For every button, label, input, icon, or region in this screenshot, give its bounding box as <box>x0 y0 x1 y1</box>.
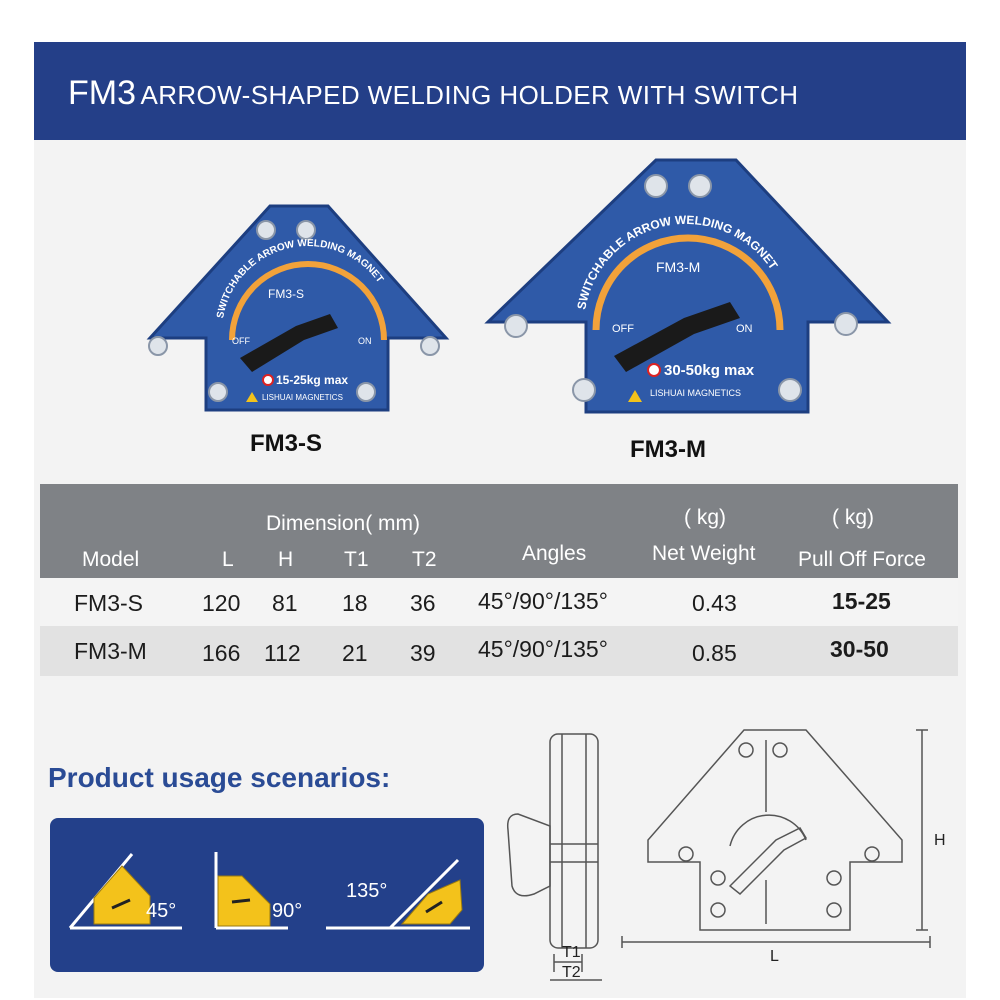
col-l: L <box>222 548 234 571</box>
cell-t2: 39 <box>410 640 436 666</box>
magnet-icon <box>647 363 661 377</box>
cell-angles: 45°/90°/135° <box>478 588 608 614</box>
cell-angles: 45°/90°/135° <box>478 636 608 662</box>
cell-pull-off-force: 15-25 <box>832 588 891 614</box>
product-label-fm3-s: FM3-S <box>250 430 322 457</box>
cell-net-weight: 0.43 <box>692 590 737 616</box>
usage-135-degree <box>326 858 470 930</box>
bolt-icon <box>644 174 668 198</box>
capacity-text-m: 30-50kg max <box>664 362 755 379</box>
weight-unit: ( kg) <box>684 506 726 529</box>
dimension-header: Dimension( mm) <box>266 512 421 535</box>
cell-net-weight: 0.85 <box>692 640 737 666</box>
switch-handle-icon <box>240 314 338 372</box>
bolt-icon <box>572 378 596 402</box>
capacity-text-s: 15-25kg max <box>276 373 348 387</box>
cell-l: 166 <box>202 640 241 666</box>
bolt-icon <box>208 382 228 402</box>
col-angles: Angles <box>522 542 587 565</box>
technical-drawing <box>506 729 931 981</box>
bolt-icon <box>504 314 528 338</box>
model-text-s: FM3-S <box>268 287 304 301</box>
col-t2: T2 <box>412 548 437 571</box>
col-model: Model <box>82 548 140 571</box>
off-label-m: OFF <box>612 323 634 335</box>
on-label-s: ON <box>358 336 372 346</box>
side-view <box>506 733 602 981</box>
cell-model: FM3-M <box>74 638 147 664</box>
bolt-icon <box>420 336 440 356</box>
front-view <box>621 729 931 948</box>
magnet-icon <box>262 374 274 386</box>
bolt-icon <box>148 336 168 356</box>
col-pull-off-force: Pull Off Force <box>798 548 926 571</box>
angle-label-90: 90° <box>272 900 303 922</box>
spec-table: Dimension( mm) ( kg) ( kg) Model L H T1 … <box>40 484 958 682</box>
brand-text-m: LISHUAI MAGNETICS <box>650 388 741 398</box>
switch-handle-icon <box>614 302 740 372</box>
cell-t2: 36 <box>410 590 436 616</box>
brand-text-s: LISHUAI MAGNETICS <box>262 393 343 402</box>
page-title: FM3 ARROW-SHAPED WELDING HOLDER WITH SWI… <box>68 74 798 113</box>
cell-t1: 21 <box>342 640 368 666</box>
dim-label-l: L <box>770 948 779 965</box>
cell-model: FM3-S <box>74 590 143 616</box>
table-row: FM3-S 120 81 18 36 45°/90°/135° 0.43 15-… <box>40 578 958 626</box>
cell-pull-off-force: 30-50 <box>830 636 889 662</box>
warning-icon <box>628 390 642 402</box>
spec-table-header: Dimension( mm) ( kg) ( kg) Model L H T1 … <box>40 484 958 578</box>
magnet-fm3-s: SWITCHABLE ARROW WELDING MAGNET FM3-S OF… <box>146 204 450 412</box>
warning-icon <box>246 392 258 402</box>
bolt-icon <box>296 220 316 240</box>
col-h: H <box>278 548 294 571</box>
header-banner <box>34 42 966 140</box>
angle-label-45: 45° <box>146 900 177 922</box>
off-label-s: OFF <box>232 336 250 346</box>
force-unit: ( kg) <box>832 506 874 529</box>
cell-l: 120 <box>202 590 241 616</box>
cell-h: 112 <box>264 640 301 666</box>
bolt-icon <box>688 174 712 198</box>
bolt-icon <box>256 220 276 240</box>
header-model: FM3 <box>68 74 136 112</box>
usage-illustrations <box>68 852 470 930</box>
usage-title: Product usage scenarios: <box>48 762 391 793</box>
magnet-fm3-m: SWITCHABLE ARROW WELDING MAGNET FM3-M OF… <box>484 158 892 414</box>
bolt-icon <box>356 382 376 402</box>
on-label-m: ON <box>736 323 753 335</box>
dim-label-t2: T2 <box>562 964 581 981</box>
model-text-m: FM3-M <box>656 259 700 275</box>
bolt-icon <box>834 312 858 336</box>
cell-t1: 18 <box>342 590 368 616</box>
product-label-fm3-m: FM3-M <box>630 436 706 463</box>
table-row: FM3-M 166 112 21 39 45°/90°/135° 0.85 30… <box>40 626 958 676</box>
dim-label-h: H <box>934 832 946 849</box>
dim-label-t1: T1 <box>562 944 581 961</box>
bolt-icon <box>778 378 802 402</box>
product-images: SWITCHABLE ARROW WELDING MAGNET FM3-S OF… <box>146 158 892 414</box>
cell-h: 81 <box>272 590 298 616</box>
header-title-text: ARROW-SHAPED WELDING HOLDER WITH SWITCH <box>140 80 799 110</box>
col-t1: T1 <box>344 548 369 571</box>
usage-90-degree <box>214 852 288 930</box>
usage-45-degree <box>68 853 182 930</box>
col-net-weight: Net Weight <box>652 542 756 565</box>
angle-label-135: 135° <box>346 880 388 902</box>
